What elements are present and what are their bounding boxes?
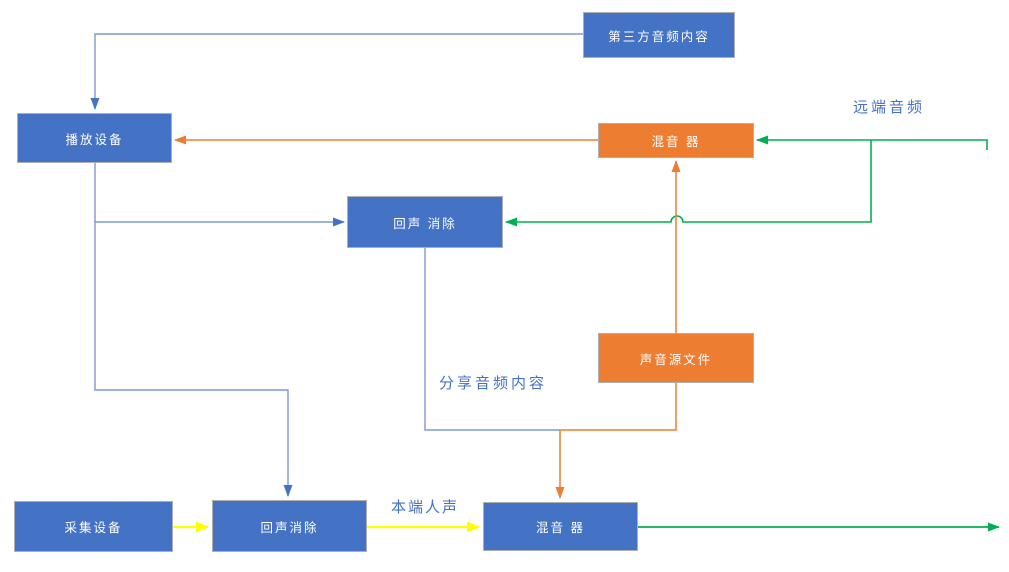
edge-thirdparty-to-playback <box>90 33 583 110</box>
node-echo-cancel-mid: 回声 消除 <box>347 196 503 248</box>
node-mixer-top: 混音 器 <box>598 123 754 158</box>
node-label: 声音源文件 <box>639 352 713 367</box>
node-sound-source-file: 声音源文件 <box>598 333 754 383</box>
node-label: 回声 消除 <box>393 216 457 231</box>
edge-playback-to-echobottom <box>94 163 293 497</box>
node-label: 混音 器 <box>536 521 585 535</box>
edge-echomid-to-merge <box>424 248 560 431</box>
edge-remote-to-mixertop <box>756 135 988 150</box>
label-local-voice: 本端人声 <box>391 499 460 516</box>
edge-remote-to-echomid <box>505 140 872 227</box>
label-share-audio-content: 分享音频内容 <box>439 375 548 392</box>
node-label: 第三方音频内容 <box>608 29 710 44</box>
node-capture-device: 采集设备 <box>14 501 173 552</box>
node-echo-cancel-bottom: 回声消除 <box>212 500 367 552</box>
label-remote-audio: 远端音频 <box>853 99 926 116</box>
node-label: 播放设备 <box>65 132 124 147</box>
node-label: 采集设备 <box>64 521 123 535</box>
node-mixer-bottom: 混音 器 <box>483 502 638 551</box>
node-third-party-audio: 第三方音频内容 <box>583 12 735 58</box>
node-label: 回声消除 <box>260 520 319 535</box>
node-playback-device: 播放设备 <box>17 113 172 163</box>
edge-sourcefile-to-mixerbottom <box>555 383 677 499</box>
node-label: 混音 器 <box>651 135 701 149</box>
